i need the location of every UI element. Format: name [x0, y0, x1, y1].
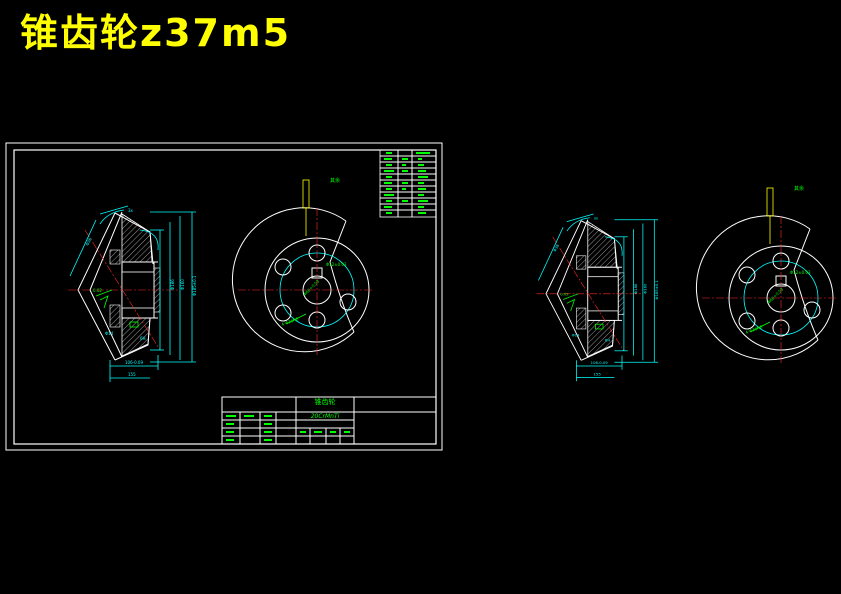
sheet-outer-border	[5, 142, 443, 451]
gear-front-view-copy	[695, 184, 837, 364]
gear-section-view	[67, 205, 198, 383]
drawing-sheet: 锥齿轮 20CrMnTi	[5, 142, 443, 451]
gear-parameter-table	[379, 149, 437, 218]
part-name-text: 锥齿轮	[315, 397, 336, 406]
material-text: 20CrMnTi	[311, 413, 340, 420]
gear-section-view-copy	[536, 213, 660, 382]
gear-front-view	[231, 176, 373, 356]
sheet-inner-border	[13, 149, 437, 445]
drawing-copy	[536, 184, 837, 382]
drawing-title: 锥齿轮z37m5	[20, 11, 292, 55]
title-block: 锥齿轮 20CrMnTi	[221, 396, 437, 445]
